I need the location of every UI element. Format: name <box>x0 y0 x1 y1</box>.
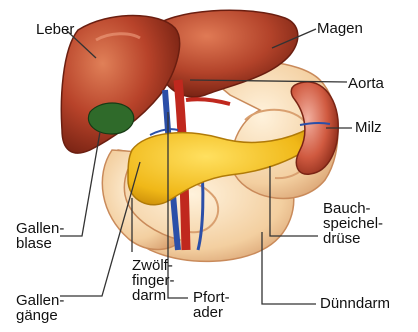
label-aorta: Aorta <box>348 76 384 91</box>
label-pfortader: Pfort- ader <box>193 290 230 320</box>
label-magen: Magen <box>317 21 363 36</box>
label-leber: Leber <box>36 22 74 37</box>
label-gallengaenge: Gallen- gänge <box>16 293 64 323</box>
label-milz: Milz <box>355 120 382 135</box>
label-zwoelffingerdarm: Zwölf- finger- darm <box>132 258 175 303</box>
label-duenndarm: Dünndarm <box>320 296 390 311</box>
label-gallenblase: Gallen- blase <box>16 221 64 251</box>
gallbladder <box>88 103 133 134</box>
label-bauchspeicheldruese: Bauch- speichel- drüse <box>323 201 383 246</box>
